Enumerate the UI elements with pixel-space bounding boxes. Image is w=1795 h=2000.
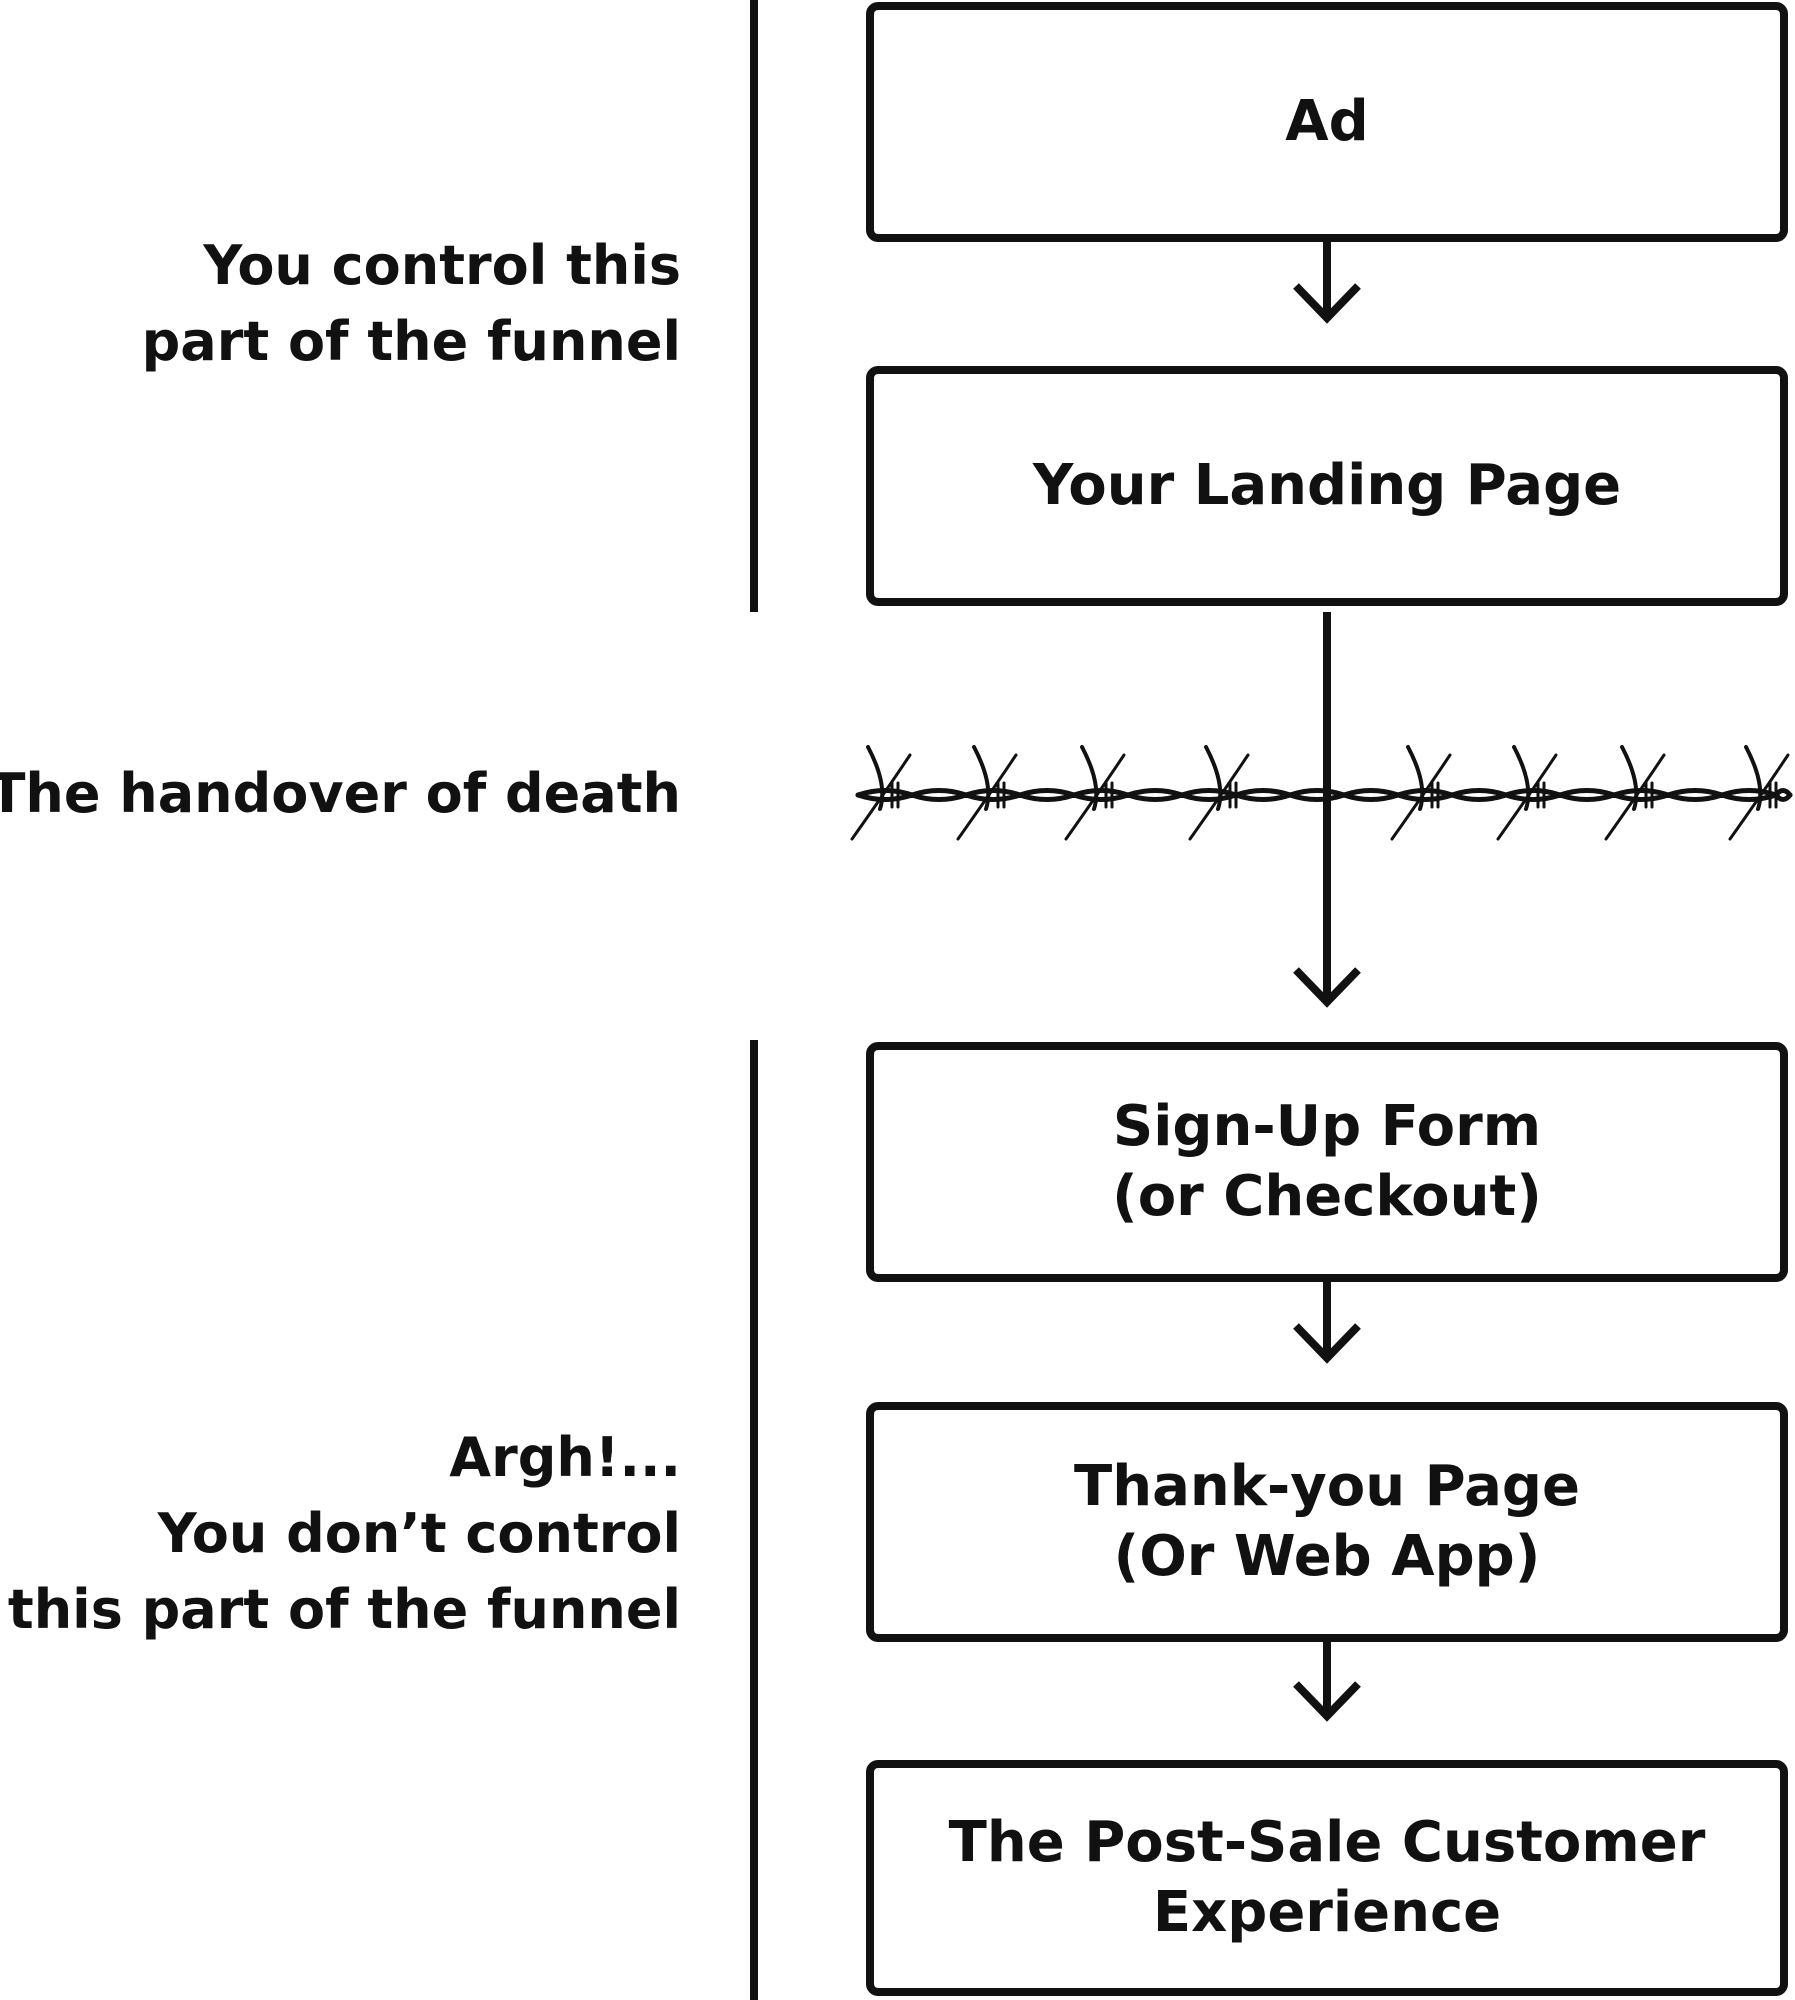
arrowhead-down-icon <box>1293 1323 1361 1364</box>
arrowhead-down-icon <box>1293 1681 1361 1722</box>
label-you-control-line-2: part of the funnel <box>141 310 681 373</box>
label-argh-line: Argh!... <box>449 1426 681 1489</box>
label-you-control: You control this part of the funnel <box>142 228 681 380</box>
wire-barb <box>1188 753 1250 841</box>
wire-barb <box>1604 753 1666 841</box>
label-dont-control-line-2: You don’t control <box>157 1502 681 1565</box>
step-ad-box: Ad <box>866 2 1788 242</box>
wire-barb <box>1512 745 1531 811</box>
wire-barb <box>1406 745 1425 811</box>
step-landing-page-label: Your Landing Page <box>1032 453 1622 518</box>
wire-barb <box>1496 753 1558 841</box>
step-post-sale-line-1: The Post-Sale Customer <box>948 1810 1706 1875</box>
arrowhead-down-icon <box>1293 283 1361 324</box>
wire-barb <box>1728 753 1790 841</box>
step-signup-form-line-2: (or Checkout) <box>1112 1164 1542 1229</box>
step-ad-label: Ad <box>1285 89 1369 154</box>
label-you-dont-control: Argh!... You don’t control this part of … <box>8 1420 681 1648</box>
wire-barb <box>1064 753 1126 841</box>
label-handover-of-death: The handover of death <box>0 756 681 832</box>
wire-barb <box>972 745 991 811</box>
barbed-wire-icon <box>850 745 1793 841</box>
step-post-sale-line-2: Experience <box>1152 1880 1502 1945</box>
step-landing-page-box: Your Landing Page <box>866 366 1788 606</box>
step-signup-form-line-1: Sign-Up Form <box>1112 1094 1542 1159</box>
step-signup-form-box: Sign-Up Form (or Checkout) <box>866 1042 1788 1282</box>
wire-barb <box>1204 745 1223 811</box>
label-you-control-line-1: You control this <box>203 234 681 297</box>
wire-barb <box>1620 745 1639 811</box>
step-post-sale-box: The Post-Sale Customer Experience <box>866 1760 1788 1996</box>
wire-barb <box>866 745 885 811</box>
wire-barb <box>850 753 912 841</box>
wire-barb <box>1390 753 1452 841</box>
label-dont-control-line-3: this part of the funnel <box>7 1578 681 1641</box>
wire-strand <box>855 792 1793 802</box>
divider-uncontrolled-section <box>750 1040 758 2000</box>
wire-barb <box>956 753 1018 841</box>
step-thank-you-box: Thank-you Page (Or Web App) <box>866 1402 1788 1642</box>
arrowhead-down-icon <box>1293 967 1361 1008</box>
step-thank-you-line-2: (Or Web App) <box>1113 1524 1541 1589</box>
step-thank-you-line-1: Thank-you Page <box>1074 1454 1580 1519</box>
label-handover-line-1: The handover of death <box>0 762 681 825</box>
divider-controlled-section <box>750 0 758 612</box>
wire-barb <box>1744 745 1763 811</box>
wire-barb <box>1080 745 1099 811</box>
